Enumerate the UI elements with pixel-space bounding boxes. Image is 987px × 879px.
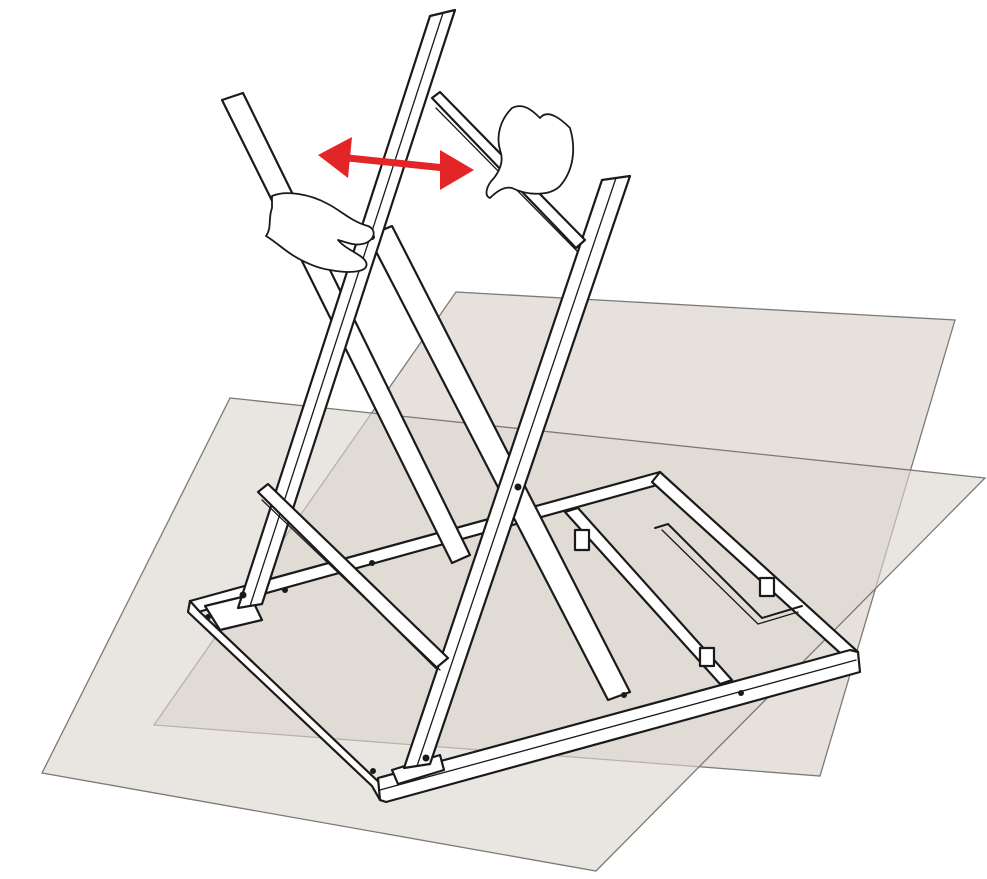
bolt — [422, 754, 430, 762]
bolt — [205, 614, 211, 620]
bolt — [738, 690, 744, 696]
double-headed-arrow-icon — [318, 137, 474, 190]
lower-cross-brace — [256, 482, 450, 671]
bolt — [369, 560, 375, 566]
slat-clip — [698, 646, 716, 668]
carry-handle — [654, 522, 803, 620]
hand-icon — [485, 105, 575, 199]
bolt — [370, 768, 376, 774]
bolt — [239, 591, 247, 599]
base-slat — [563, 506, 734, 686]
hands — [265, 105, 575, 273]
handle-clip — [758, 576, 776, 598]
base-front-rail — [376, 648, 862, 804]
bolts — [205, 234, 744, 774]
bolt — [514, 483, 522, 491]
protective-sheets — [41, 291, 987, 872]
bolt — [621, 692, 627, 698]
base-frame — [186, 470, 862, 804]
hand-icon — [265, 192, 375, 273]
slat-clip — [573, 528, 591, 552]
front-legs — [236, 8, 632, 770]
bolt — [282, 587, 288, 593]
